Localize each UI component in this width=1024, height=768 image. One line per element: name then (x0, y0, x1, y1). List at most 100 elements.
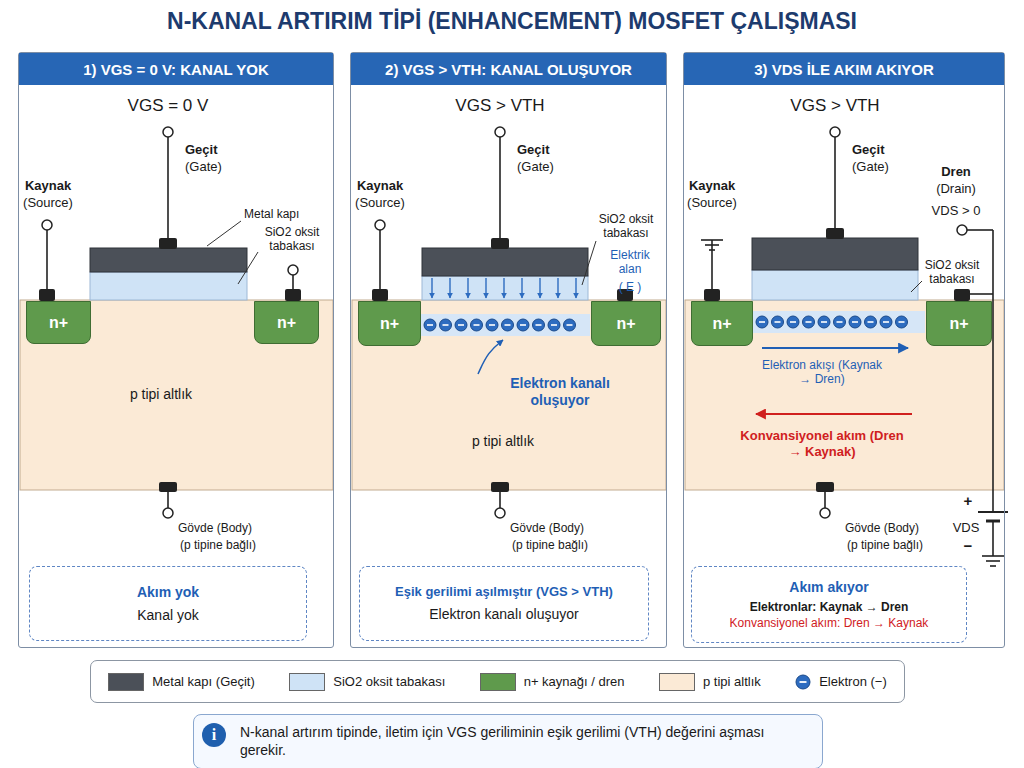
legend-swatch (659, 673, 695, 691)
body-terminal (820, 508, 830, 518)
battery-wire (992, 521, 994, 556)
region-label: n+ (616, 315, 635, 333)
body-terminal (495, 508, 505, 518)
body-contact (491, 482, 509, 492)
field-arrow (503, 278, 504, 298)
part-label: Elektron akışı (Kaynak → Dren) (757, 358, 887, 387)
n-plus-region: n+ (926, 301, 992, 346)
ground-symbol (986, 560, 1000, 562)
electron-minus (790, 321, 796, 323)
electron (803, 316, 815, 328)
panel-header-bar: 1) VGS = 0 V: KANAL YOK (19, 53, 333, 85)
part-label: Geçit (185, 142, 218, 158)
p-substrate (20, 300, 333, 490)
summary-text: Konvansiyonel akım: Dren → Kaynak (730, 616, 929, 632)
body-wire (167, 492, 169, 508)
gate-wire (499, 137, 501, 238)
part-label: (Source) (23, 195, 73, 211)
gate-terminal (830, 127, 840, 137)
substrate-region: n+n+p tipi altlık (353, 301, 666, 489)
part-label: Gövde (Body) (845, 521, 919, 535)
part-label: Kaynak (25, 178, 71, 194)
electron-minus (899, 321, 905, 323)
legend-electron-symbol (795, 674, 811, 690)
legend-item: Metal kapı (Geçit) (108, 673, 255, 691)
source-terminal (375, 220, 385, 230)
pointer-arrow (478, 340, 503, 374)
electron-minus (458, 324, 464, 326)
legend-swatch (480, 673, 516, 691)
oxide-layer (90, 272, 247, 300)
leader-line (582, 241, 596, 285)
stage-panel: n+n+p tipi altlıkAkım yokKanal yok1) VGS… (18, 52, 334, 648)
body-contact (159, 482, 177, 492)
part-label: VDS > 0 (932, 203, 981, 219)
legend-box: Metal kapı (Geçit) SiO2 oksit tabakası n+ … (90, 660, 905, 703)
electron-flow-arrow (762, 347, 908, 349)
electron (471, 319, 483, 331)
part-label: Geçit (517, 142, 550, 158)
part-label: + (964, 492, 973, 510)
electron-minus (489, 324, 495, 326)
current-arrow (756, 413, 912, 415)
summary-heading: Akım yok (137, 583, 199, 601)
battery-plate (978, 511, 1008, 513)
source-contact (372, 289, 388, 301)
drain-terminal (957, 225, 967, 235)
legend-swatch (289, 673, 325, 691)
electron-minus (551, 324, 557, 326)
n-plus-region: n+ (358, 301, 421, 346)
part-label: VGS > VTH (790, 96, 879, 116)
summary-box: Akım yokKanal yok (29, 566, 307, 641)
electron-channel (420, 314, 590, 336)
gate-terminal (495, 127, 505, 137)
ground-symbol (990, 565, 996, 567)
gate-terminal (163, 127, 173, 137)
region-label: n+ (277, 314, 296, 332)
part-label: Elektrik alan (600, 248, 660, 277)
legend-item: n+ kaynağı / dren (480, 673, 625, 691)
legend-item: SiO2 oksit tabakası (289, 673, 445, 691)
electron-minus (837, 321, 843, 323)
part-label: Kaynak (357, 178, 403, 194)
source-wire (46, 230, 48, 289)
gate-wire (167, 137, 169, 238)
electron (787, 316, 799, 328)
part-label: (Gate) (517, 159, 554, 175)
electron-minus (775, 321, 781, 323)
electron-minus (567, 324, 573, 326)
part-label: (p tipine bağlı) (512, 538, 588, 552)
electron (502, 319, 514, 331)
ground-symbol (982, 555, 1004, 557)
electron (796, 675, 810, 689)
electron (834, 316, 846, 328)
source-wire (379, 230, 381, 289)
source-wire (711, 240, 713, 289)
electron-minus (852, 321, 858, 323)
panel-header-bar: 2) VGS > VTH: KANAL OLUŞUYOR (351, 53, 666, 85)
drain-wire (970, 293, 993, 295)
source-contact (704, 289, 720, 301)
drain-terminal (288, 265, 298, 275)
summary-box: Akım akıyorElektronlar: Kaynak → DrenKon… (691, 566, 967, 643)
part-label: VDS (953, 520, 980, 536)
part-label: (p tipine bağlı) (847, 538, 923, 552)
p-substrate (352, 300, 666, 490)
part-label: Gövde (Body) (178, 521, 252, 535)
part-label: (Source) (687, 195, 737, 211)
n-plus-region: n+ (591, 301, 661, 346)
p-substrate (685, 300, 1004, 490)
electron (849, 316, 861, 328)
legend-text: p tipi altlık (703, 674, 761, 689)
leader-line (238, 252, 258, 284)
part-label: (p tipine bağlı) (180, 538, 256, 552)
region-label: p tipi altlık (130, 386, 192, 402)
summary-box: Eşik gerilimi aşılmıştır (VGS > VTH)Elek… (359, 566, 649, 641)
part-label: Gövde (Body) (510, 521, 584, 535)
legend-text: Elektron (−) (819, 674, 887, 689)
part-label: SiO2 oksit tabakası (591, 212, 661, 241)
ground-symbol (705, 244, 719, 246)
gate-wire (834, 137, 836, 228)
field-arrow (539, 278, 540, 298)
